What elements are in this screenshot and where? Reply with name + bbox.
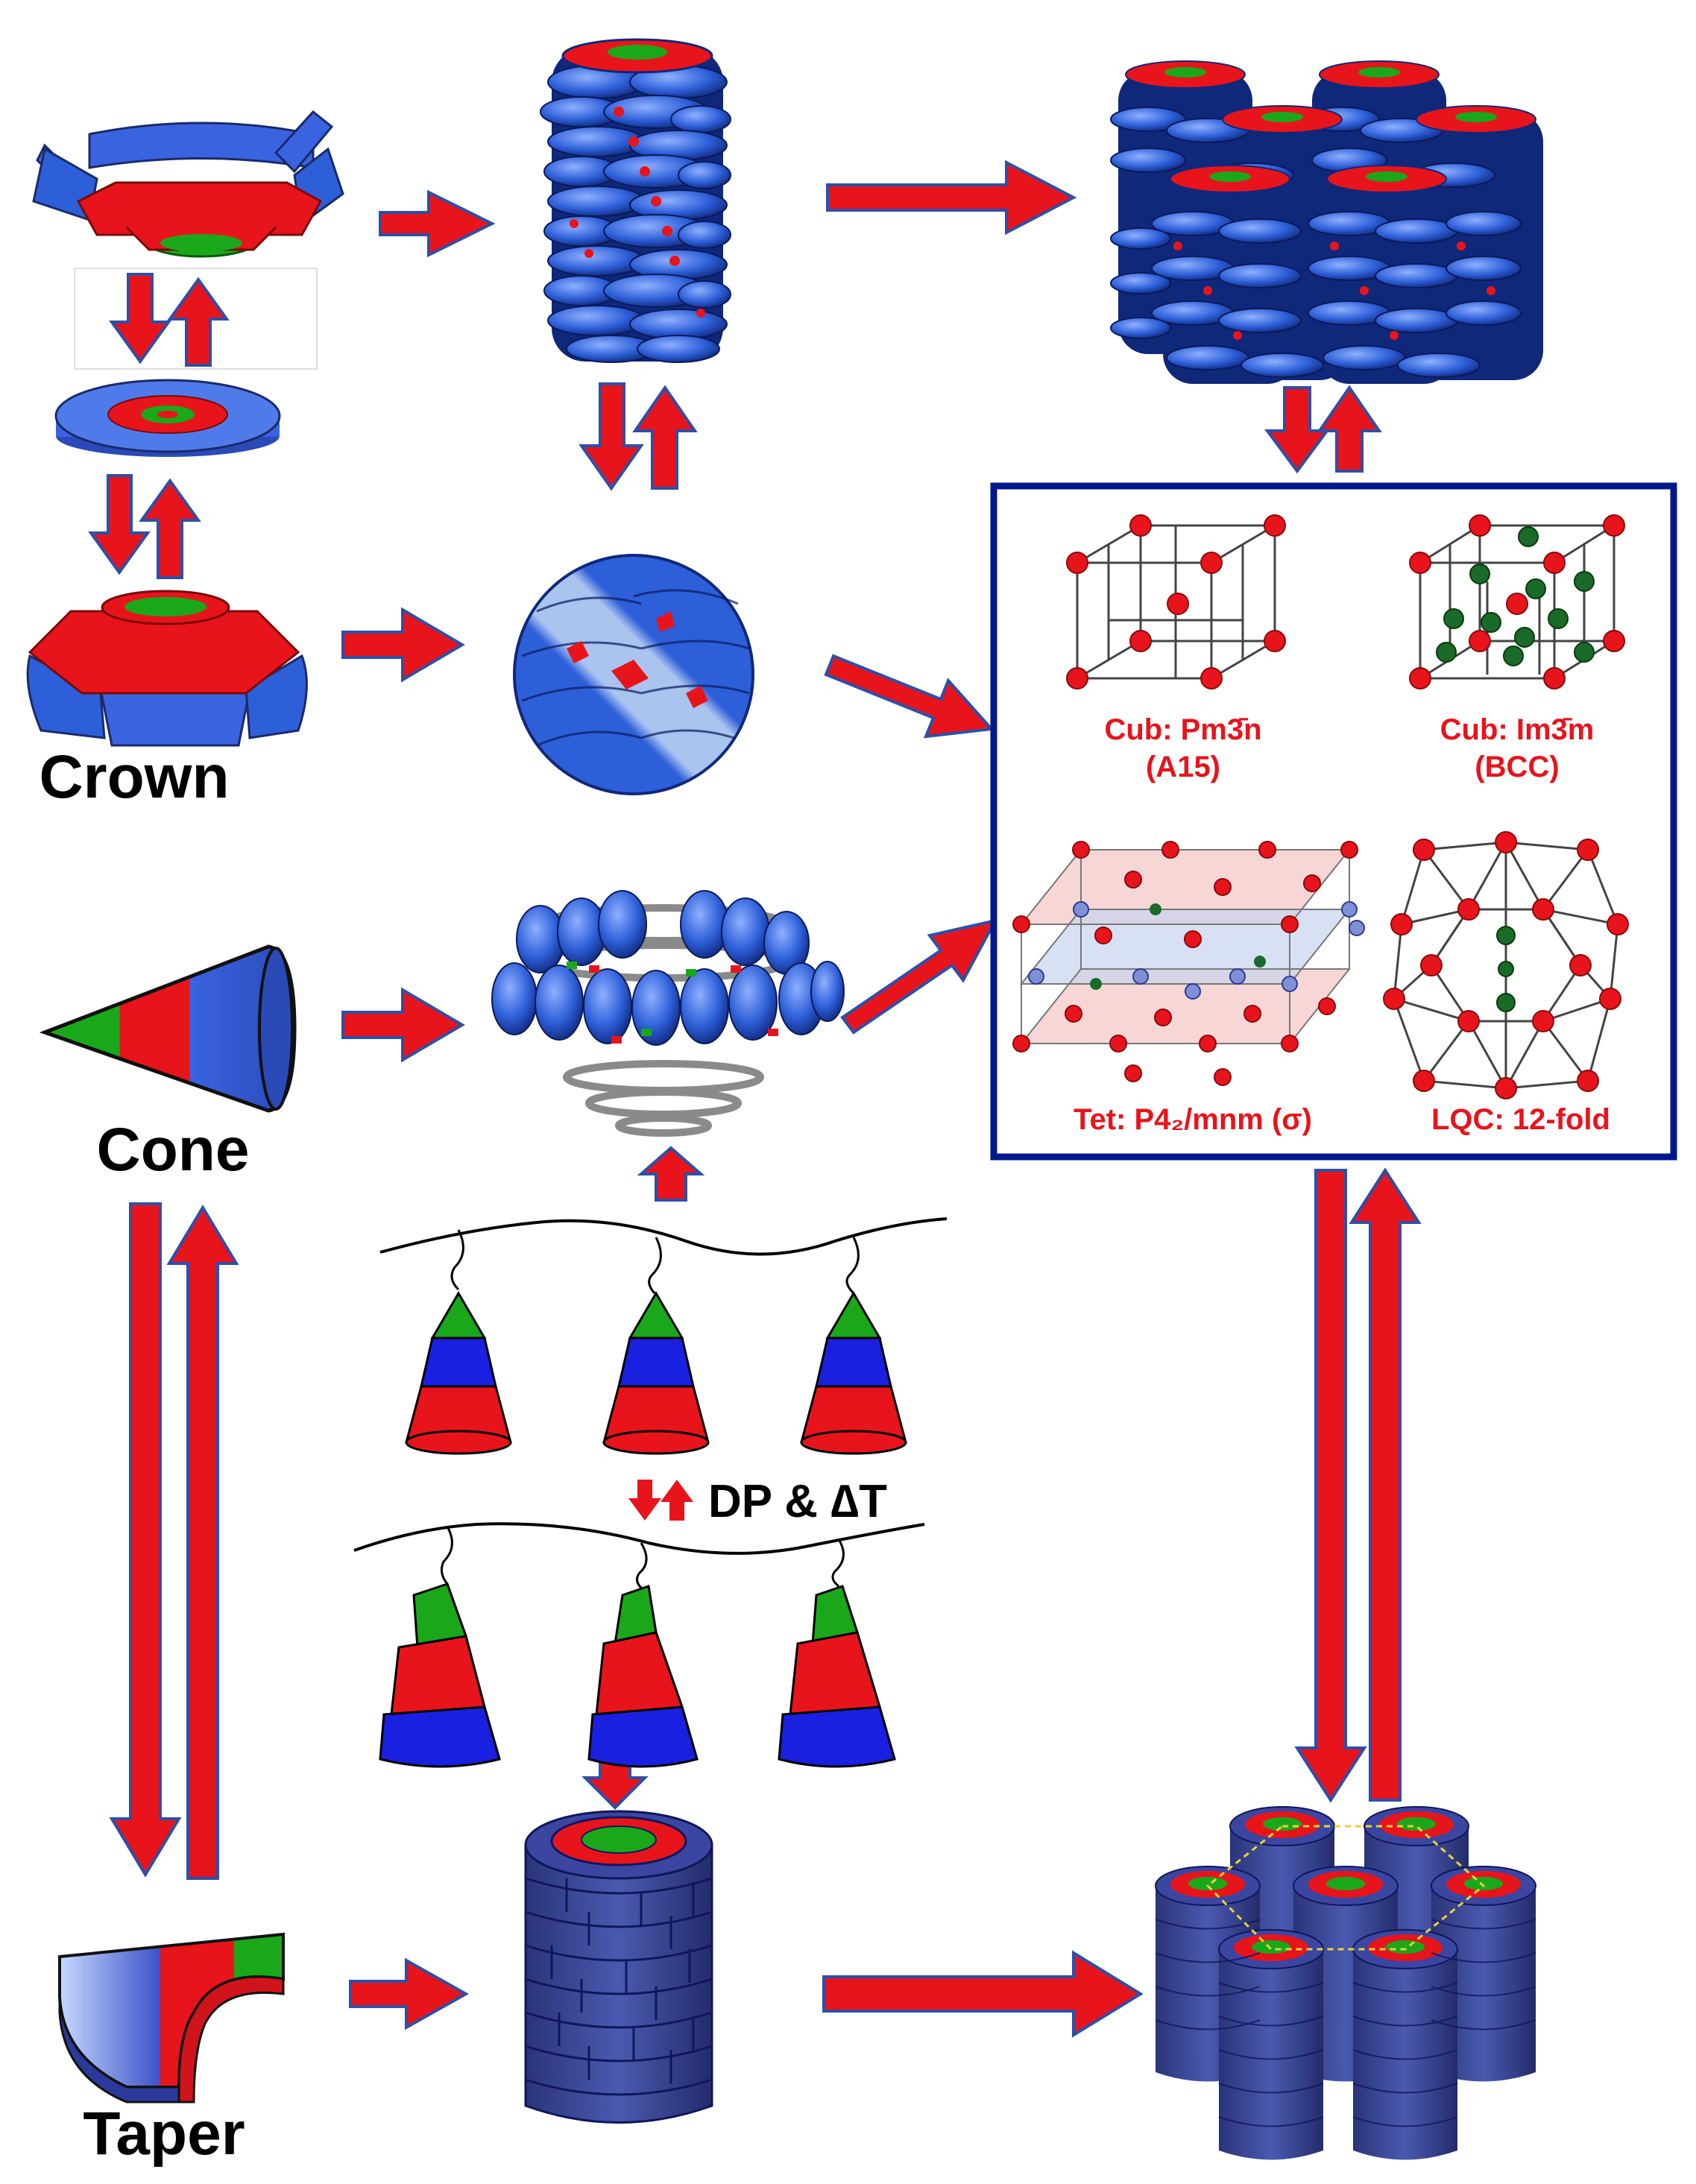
arrow-up xyxy=(166,1205,239,1880)
arrow-right xyxy=(341,607,465,683)
spherical-assembly-crown xyxy=(513,554,754,795)
tilted-cone-dendron xyxy=(778,1585,896,1768)
arrow-down xyxy=(579,382,644,491)
columnar-disk-stack xyxy=(524,1810,713,2124)
tilted-cone-dendron xyxy=(587,1585,699,1768)
arrow-diagonal xyxy=(840,918,998,1035)
arrow-right xyxy=(349,1957,470,2030)
arrow-down xyxy=(1294,1169,1367,1803)
crown-frame xyxy=(74,268,318,370)
cone-molecule xyxy=(39,944,297,1113)
cone-dendron xyxy=(800,1291,907,1455)
crown-flat-disk xyxy=(54,379,281,457)
label-taper: Taper xyxy=(83,2100,245,2168)
a15-unit-cell xyxy=(1066,514,1286,689)
dp-dt-indicator: DP & ∆T xyxy=(628,1476,887,1527)
crown-open-molecule xyxy=(32,110,344,258)
helical-column xyxy=(540,38,731,363)
tilted-cone-dendron xyxy=(379,1582,501,1768)
bcc-unit-cell xyxy=(1409,514,1625,689)
spherical-assembly-cone xyxy=(491,890,845,1137)
phase-sublabel-bcc: (BCC) xyxy=(1475,751,1559,783)
arrow-right xyxy=(379,189,496,258)
phase-label-a15: Cub: Pm3̄n xyxy=(1104,713,1261,746)
polymer-chain-top xyxy=(379,1217,948,1455)
crown-inverted-molecule xyxy=(26,590,308,747)
arrow-up xyxy=(632,385,698,490)
lqc-12-fold-cell xyxy=(1383,831,1629,1099)
label-cone: Cone xyxy=(97,1116,250,1184)
arrow-right xyxy=(341,987,465,1063)
phase-label-bcc: Cub: Im3̄m xyxy=(1440,713,1595,746)
phase-label-lqc: LQC: 12-fold xyxy=(1431,1103,1610,1136)
sigma-unit-cell xyxy=(1012,841,1365,1086)
label-dp-dt: DP & ∆T xyxy=(708,1476,887,1527)
arrow-right xyxy=(826,160,1077,236)
arrow-down xyxy=(88,474,151,575)
arrow-up xyxy=(1349,1167,1422,1802)
cone-dendron xyxy=(405,1291,512,1455)
label-crown: Crown xyxy=(39,743,229,811)
phase-sublabel-a15: (A15) xyxy=(1146,751,1220,783)
arrows xyxy=(88,160,1422,2038)
arrow-up xyxy=(167,277,230,367)
hexagonal-columnar-phase xyxy=(1155,1806,1536,2160)
arrow-right xyxy=(822,1950,1144,2038)
phase-box xyxy=(990,482,1677,1161)
arrow-down xyxy=(109,273,171,364)
phase-label-sigma: Tet: P4₂/mnm (σ) xyxy=(1074,1103,1312,1136)
arrow-down xyxy=(1264,386,1330,474)
arrow-diagonal xyxy=(824,654,995,739)
taper-molecule xyxy=(58,1932,285,2103)
arrow-down xyxy=(109,1202,182,1878)
arrow-up xyxy=(1317,385,1382,473)
cone-dendron xyxy=(602,1291,710,1455)
hexagonal-column-array xyxy=(1110,60,1543,384)
arrow-up xyxy=(139,478,201,579)
arrow-up xyxy=(637,1146,705,1202)
polymer-chain-bottom xyxy=(353,1522,925,1768)
